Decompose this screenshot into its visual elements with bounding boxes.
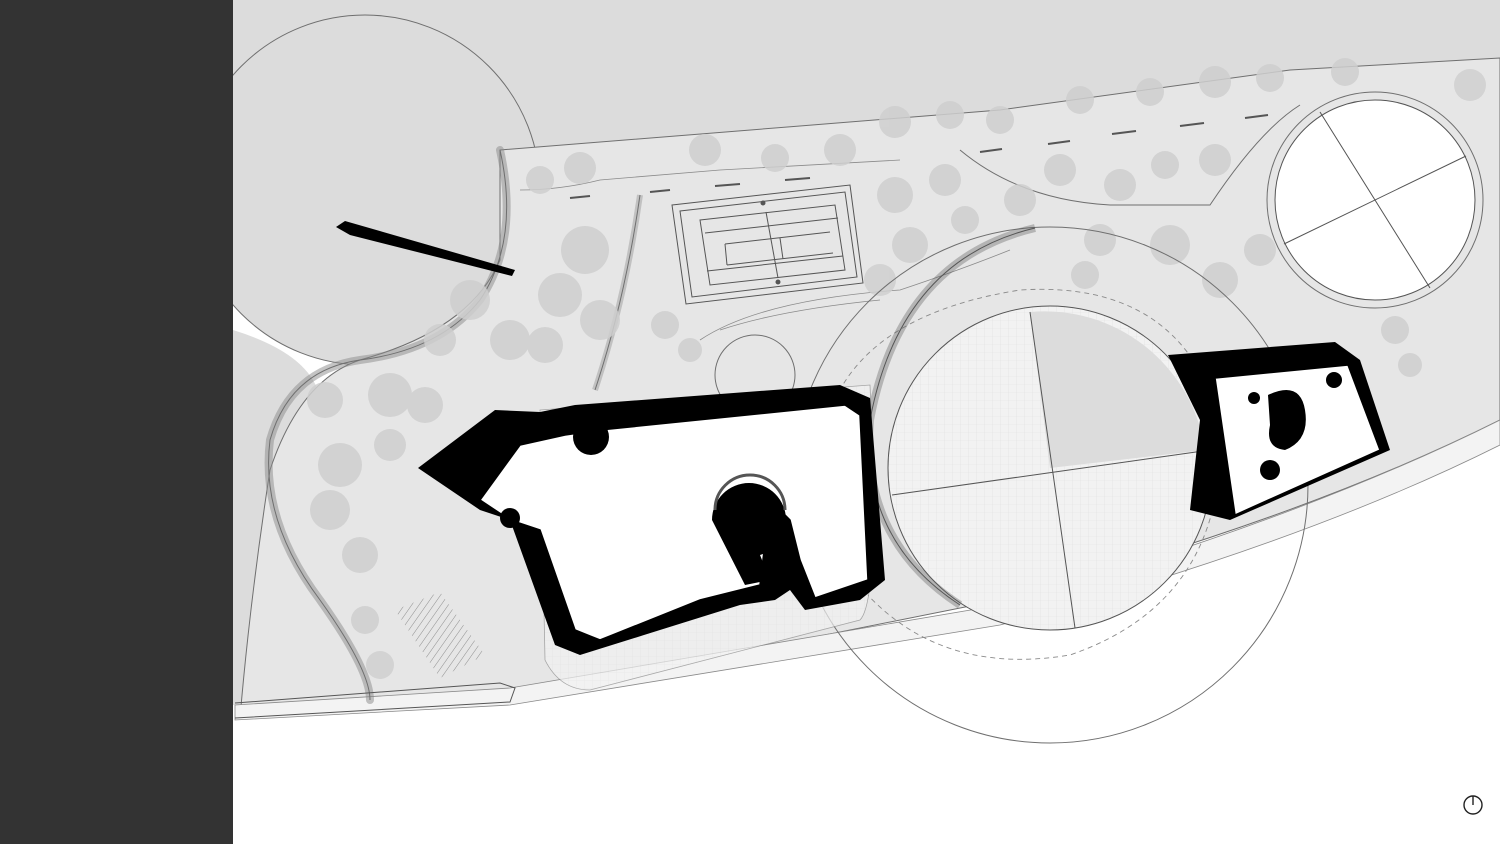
main-building [418, 385, 885, 655]
boundary-line [234, 682, 516, 719]
circular-pad [1266, 91, 1484, 309]
garden-quadrant-lawn [1030, 311, 1205, 468]
side-panel [0, 0, 233, 844]
site-plan [233, 0, 1500, 844]
keyhole-pool [712, 483, 786, 585]
parking-stalls [395, 592, 485, 678]
fence-markers [569, 114, 1269, 199]
north-arrow-icon[interactable] [1462, 794, 1484, 816]
garden-path-east [959, 104, 1301, 206]
stair-core-small [500, 508, 520, 528]
garden-quadrant-lines [891, 311, 1211, 629]
tennis-court [671, 184, 864, 305]
trees [307, 58, 1486, 679]
jetty [336, 221, 515, 276]
east-pavilion [1168, 342, 1390, 520]
upper-field [233, 0, 1500, 200]
stair-core [573, 419, 609, 455]
courtyard-dashed [819, 288, 1222, 660]
